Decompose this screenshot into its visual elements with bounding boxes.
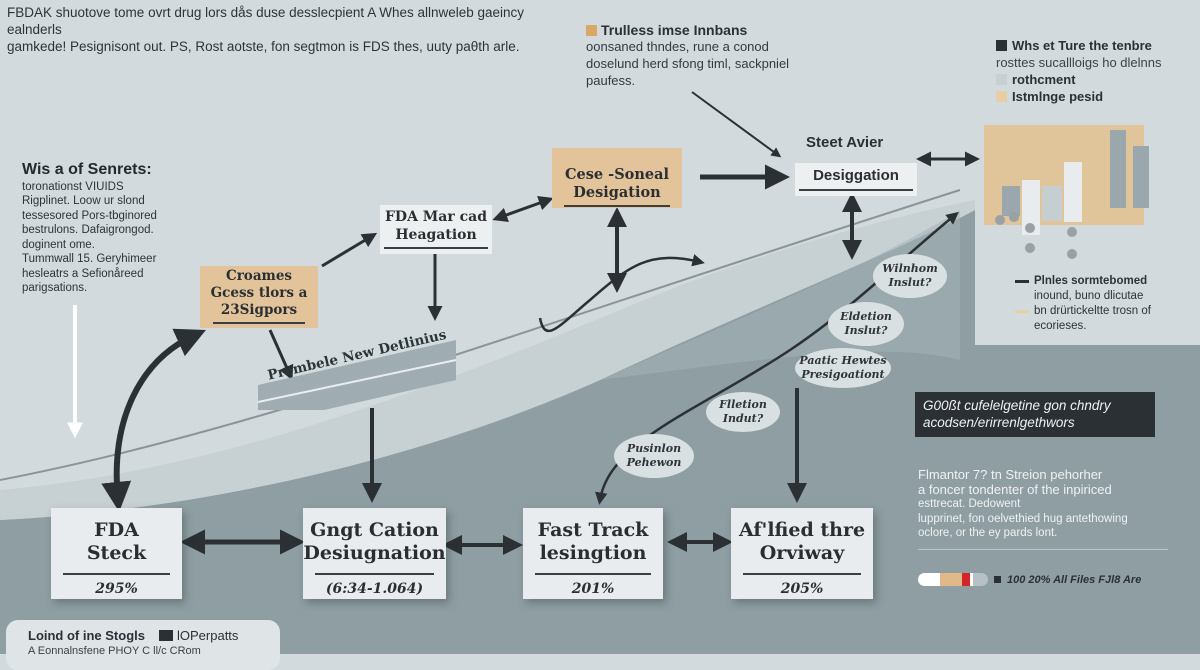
- right-note: Flmantor 7? tn Streion pehorher a foncer…: [918, 467, 1168, 550]
- flow-box-desiggation[interactable]: Desiggation: [795, 163, 917, 196]
- dash-icon: [1015, 280, 1029, 283]
- swatch-icon: [586, 24, 597, 36]
- ribbon-banner: Prembele New Detlinius: [257, 327, 458, 425]
- flow-box-fda-marcad[interactable]: FDA Mar cad Heagation: [380, 205, 492, 254]
- flow-box-croames[interactable]: Croames Gcess tlors a 23Sigpors: [200, 266, 318, 328]
- bottom-legend: Loind of ine Stogls lOPerpatts A Eonnaln…: [6, 620, 280, 670]
- dash-icon: [1015, 310, 1029, 313]
- diagram-background: [0, 91, 1200, 654]
- square-icon: [994, 576, 1001, 583]
- top-callout: Trulless imse Innbans oonsaned thndes, r…: [586, 22, 790, 88]
- left-note: Wis a of Senrets: toronationst VIUIDS Ri…: [22, 161, 202, 296]
- left-note-title: Wis a of Senrets:: [22, 161, 152, 178]
- steet-avier-label: Steet Avier: [806, 134, 884, 151]
- legend-swatch-icon: [996, 91, 1007, 102]
- legend-swatch-icon: [159, 630, 173, 641]
- flow-box-cese-soneal[interactable]: Cese -Soneal Desigation: [552, 148, 682, 208]
- intro-text: FBDAK shuotove tome ovrt drug lors dås d…: [7, 5, 525, 54]
- dark-callout: G00ßt cufelelgetine gon chndry acodsen/e…: [915, 392, 1155, 437]
- right-legend-notes: Plnles sormtebomed inound, buno dlicutae…: [1015, 274, 1195, 334]
- legend-swatch-icon: [996, 74, 1007, 85]
- progress-bar: [918, 573, 988, 586]
- legend-swatch-icon: [996, 40, 1007, 51]
- top-right-legend: Whs et Ture the tenbre rosttes sucallloi…: [996, 38, 1162, 104]
- progress-indicator: 100 20% All Files FJl8 Are: [918, 573, 1141, 586]
